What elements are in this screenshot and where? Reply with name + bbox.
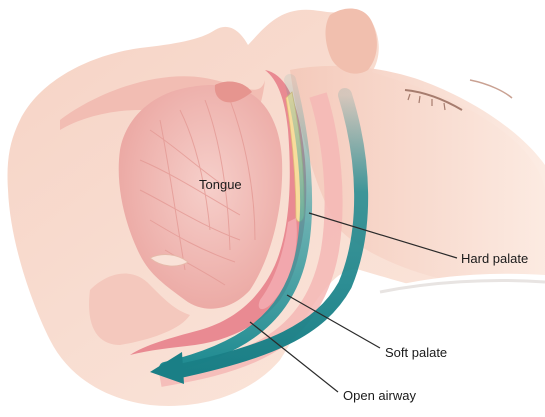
label-soft-palate: Soft palate xyxy=(385,346,447,359)
label-open-airway: Open airway xyxy=(343,389,416,402)
label-hard-palate: Hard palate xyxy=(461,252,528,265)
label-tongue: Tongue xyxy=(199,178,242,191)
eyebrow xyxy=(470,80,512,98)
